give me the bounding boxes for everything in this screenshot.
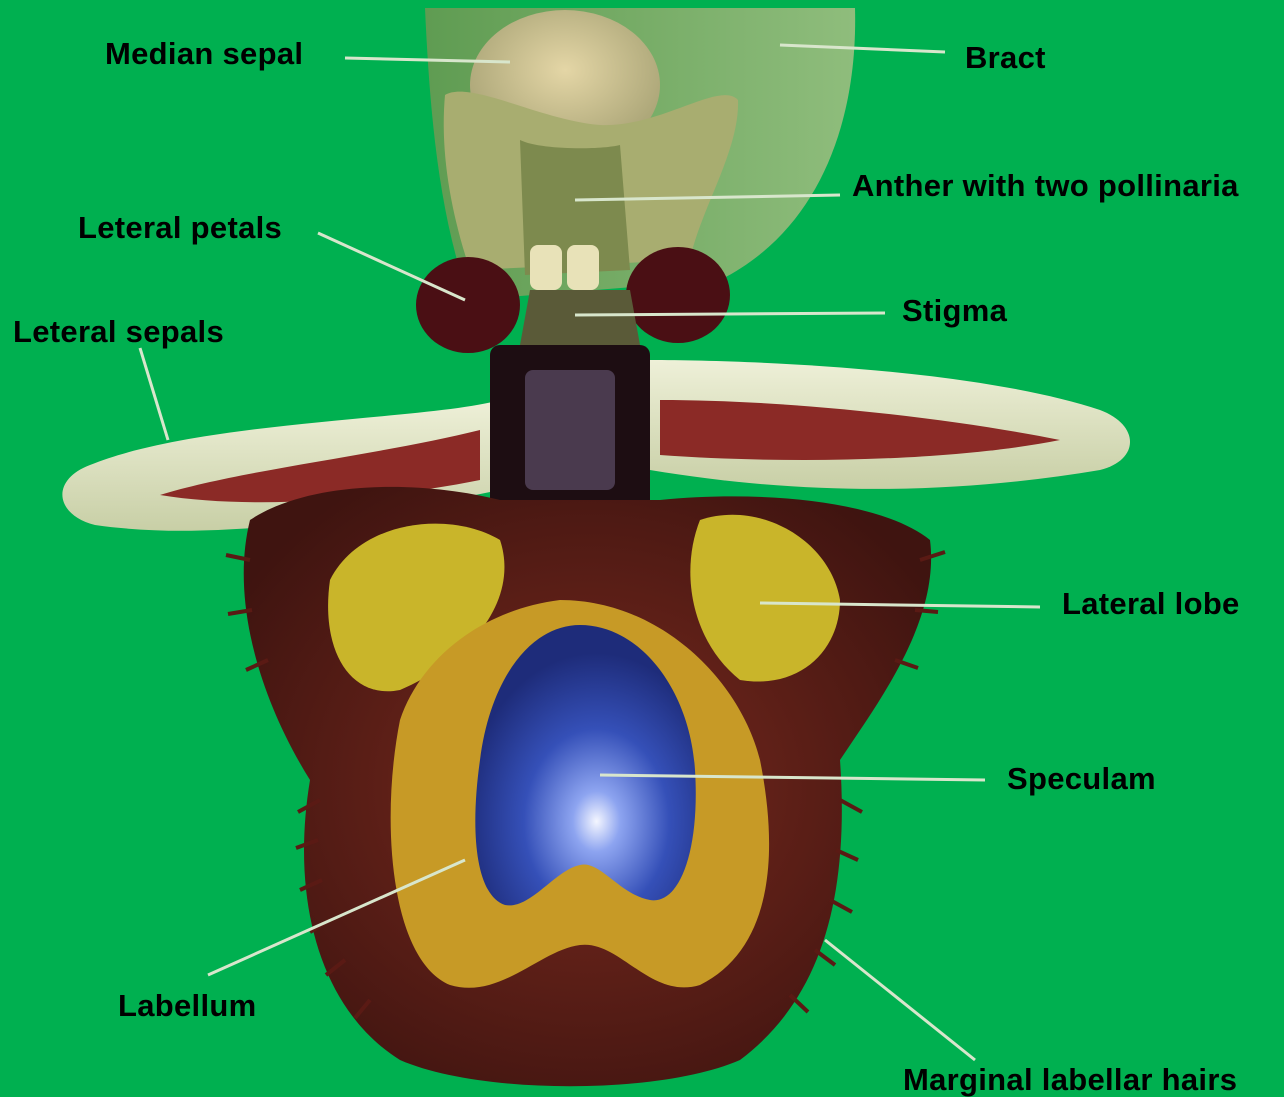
label-speculam: Speculam xyxy=(1007,763,1156,794)
pollinium-left xyxy=(530,245,562,290)
label-lateral-sepals: Leteral sepals xyxy=(13,316,224,347)
label-stigma: Stigma xyxy=(902,295,1007,326)
label-marginal-hairs: Marginal labellar hairs xyxy=(903,1064,1237,1095)
lateral-petal-right xyxy=(626,247,730,343)
label-anther: Anther with two pollinaria xyxy=(852,170,1239,201)
lateral-petal-left xyxy=(416,257,520,353)
leader-stigma xyxy=(575,313,885,315)
label-lateral-petals: Leteral petals xyxy=(78,212,282,243)
label-median-sepal: Median sepal xyxy=(105,38,303,69)
label-labellum: Labellum xyxy=(118,990,256,1021)
leader-marginal-hairs xyxy=(825,940,975,1060)
label-lateral-lobe: Lateral lobe xyxy=(1062,588,1240,619)
label-bract: Bract xyxy=(965,42,1046,73)
column-dark-inner xyxy=(525,370,615,490)
stigma-shape xyxy=(520,290,640,345)
leader-lateral-sepals xyxy=(140,348,168,440)
pollinium-right xyxy=(567,245,599,290)
